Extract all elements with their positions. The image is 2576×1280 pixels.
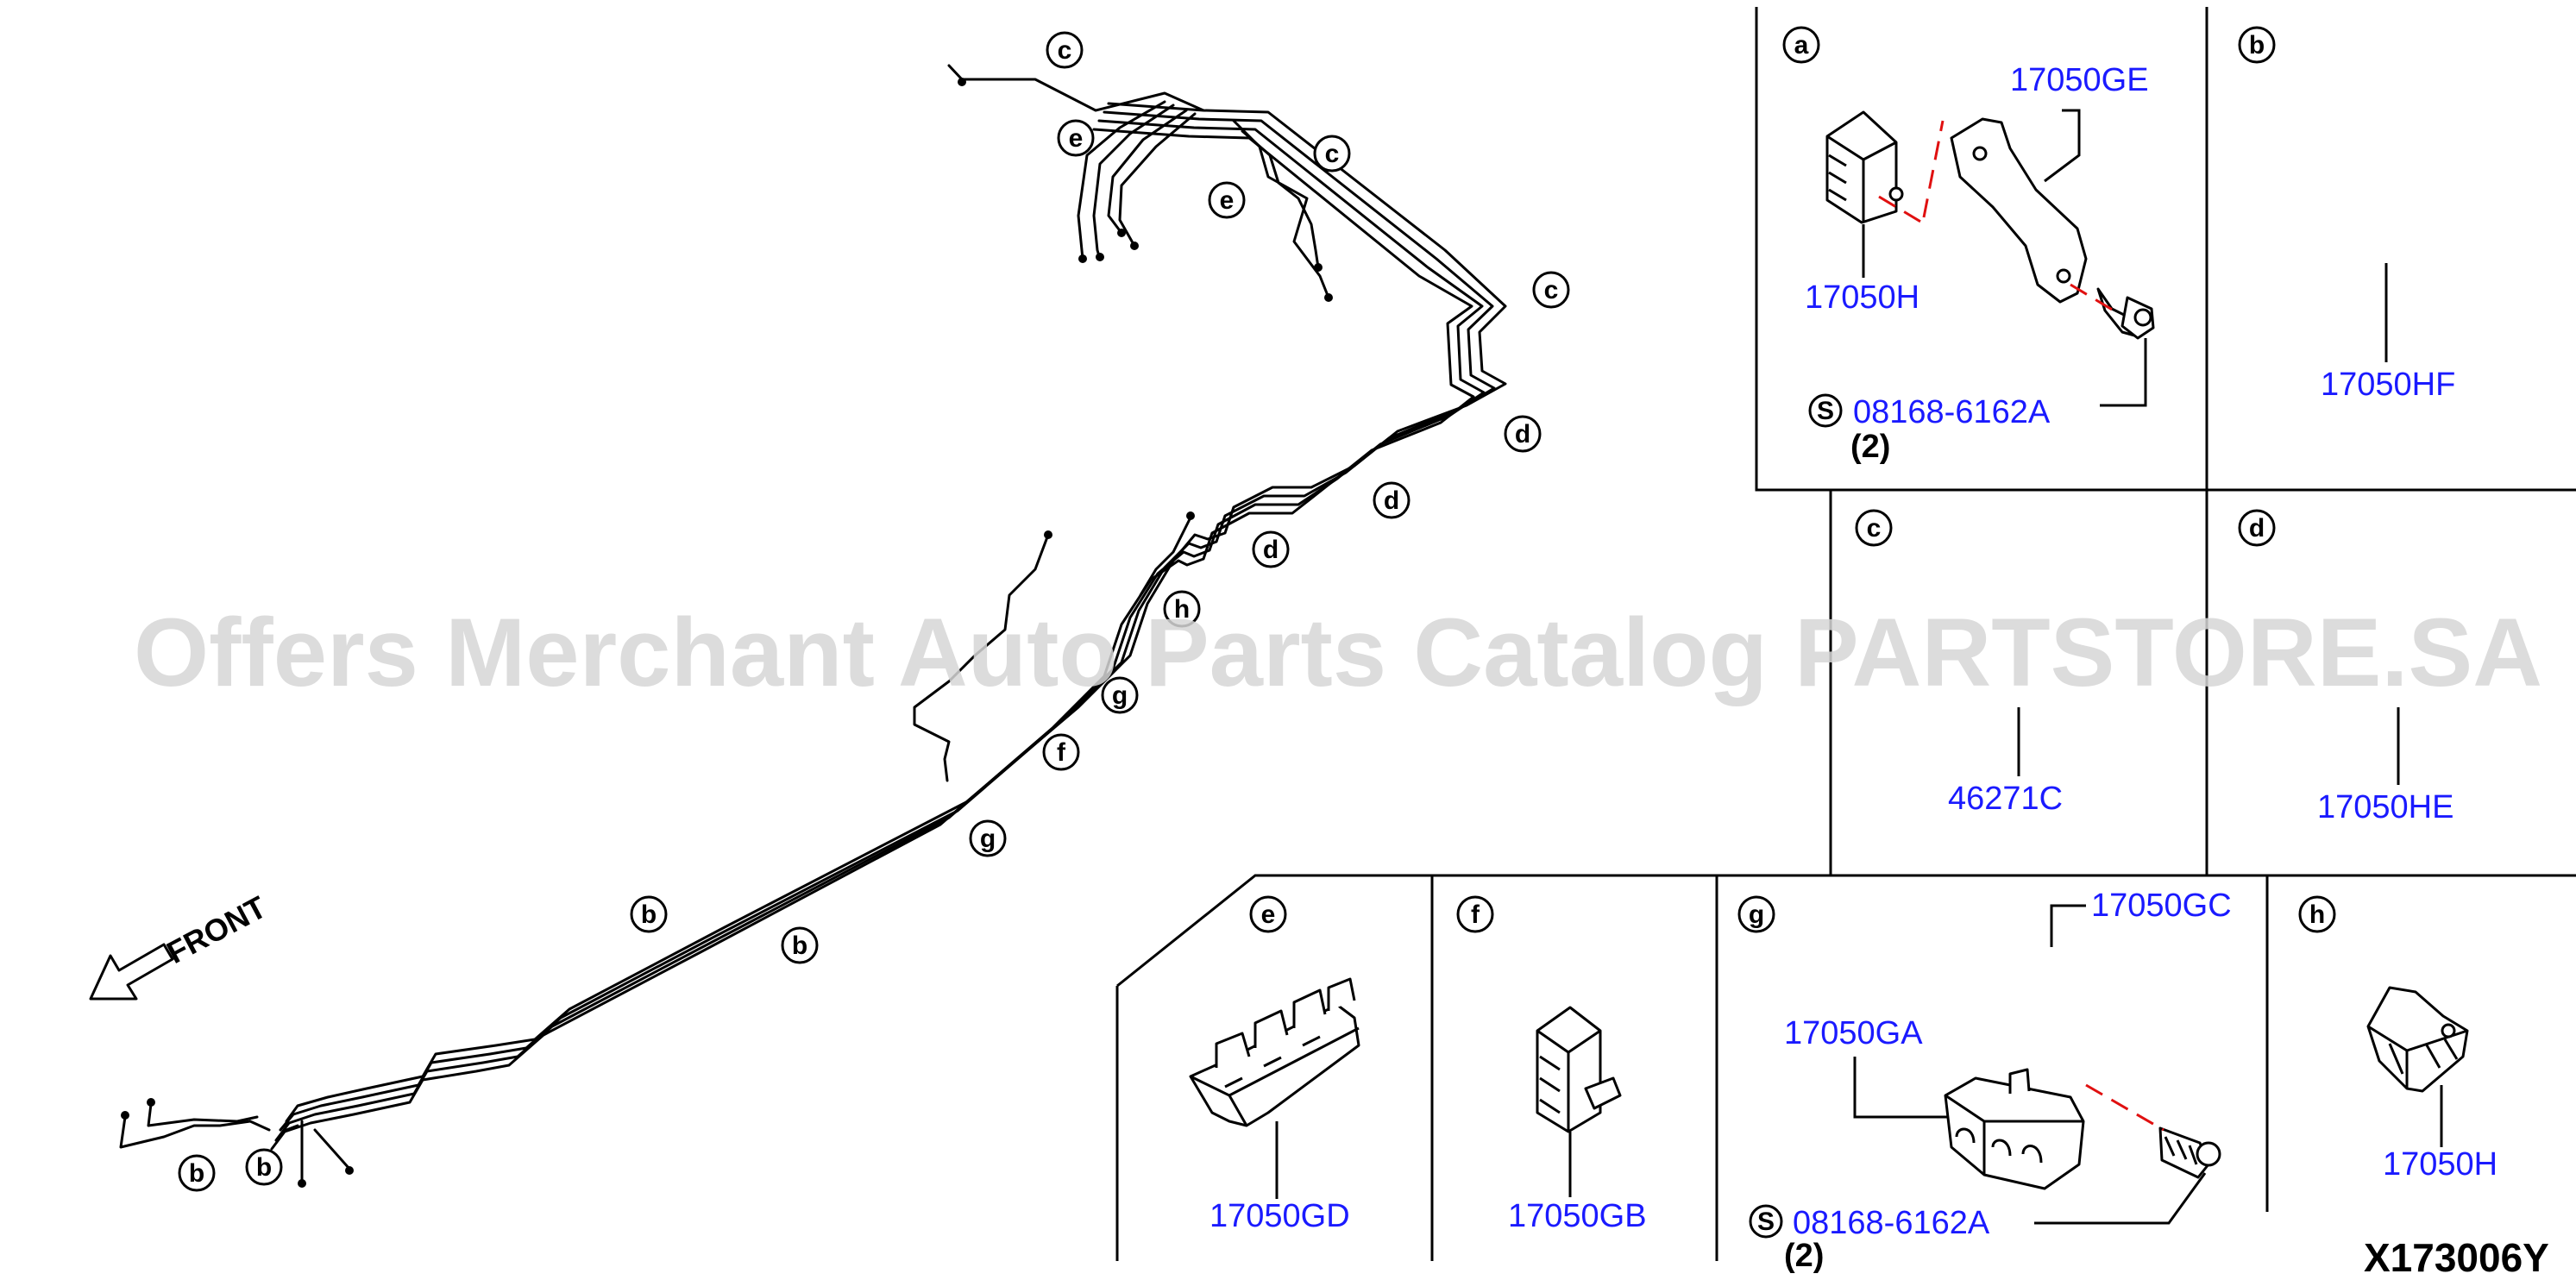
panel-h-label: h (2309, 900, 2325, 929)
qty-g: (2) (1784, 1238, 1824, 1274)
part-17050GB: 17050GB (1508, 1198, 1647, 1234)
clip-17050H-h (2366, 986, 2469, 1093)
svg-text:c: c (1058, 36, 1072, 65)
part-17050H-a: 17050H (1805, 279, 1919, 316)
callout-d-1: d (1504, 415, 1542, 453)
callout-c-2: c (1313, 135, 1351, 173)
svg-text:d: d (1384, 486, 1399, 515)
part-17050HE: 17050HE (2317, 789, 2453, 825)
part-17050GC: 17050GC (2091, 888, 2232, 924)
qty-a: (2) (1850, 429, 1890, 465)
panel-c: c 46271C (1855, 509, 2063, 817)
part-08168-6162A-g: 08168-6162A (1793, 1205, 1990, 1241)
callout-b-4: b (245, 1148, 283, 1186)
clip-17050H-a (1825, 110, 1904, 224)
callout-f: f (1042, 733, 1080, 771)
part-17050H-h: 17050H (2383, 1146, 2497, 1183)
svg-text:b: b (792, 932, 807, 960)
callout-e-2: e (1208, 181, 1246, 219)
drawing-code: X173006Y (2364, 1235, 2549, 1280)
fuel-pipe-assembly (119, 64, 1507, 1188)
svg-text:e: e (1069, 124, 1084, 153)
part-17050HF: 17050HF (2321, 367, 2455, 403)
panel-e-label: e (1261, 900, 1276, 929)
panel-borders (1115, 7, 2576, 1261)
panel-c-label: c (1867, 514, 1882, 543)
panel-a: a 17050GE 17050H S 08168-6162A (2) (1782, 26, 2155, 465)
svg-text:b: b (256, 1153, 272, 1182)
svg-text:b: b (641, 900, 657, 929)
main-callouts: c e c e c d d d h g f g b b b b (178, 31, 1570, 1192)
clip-17050GA (1944, 1068, 2085, 1190)
svg-text:g: g (1112, 681, 1128, 710)
clip-17050GD (1189, 977, 1360, 1127)
callout-b-2: b (781, 926, 819, 964)
bolt-08168-6162A-a (2096, 287, 2155, 340)
callout-d-2: d (1373, 481, 1411, 519)
panel-f: f 17050GB (1456, 895, 1647, 1234)
svg-text:FRONT: FRONT (161, 889, 273, 970)
panel-d-label: d (2249, 514, 2265, 543)
panel-g-label: g (1749, 900, 1764, 929)
callout-b-1: b (630, 895, 668, 933)
standard-mark-g: S (1757, 1208, 1775, 1236)
panel-a-label: a (1794, 31, 1809, 60)
bolt-08168-6162A-g (2158, 1126, 2221, 1179)
callout-e-1: e (1057, 119, 1095, 157)
callout-c-1: c (1046, 31, 1084, 69)
bracket-17050GE (1950, 117, 2088, 304)
part-08168-6162A-a: 08168-6162A (1853, 394, 2051, 430)
watermark-text: Offers Merchant Auto Parts Catalog PARTS… (134, 599, 2542, 706)
standard-mark-a: S (1817, 397, 1834, 425)
part-17050GA: 17050GA (1784, 1015, 1923, 1051)
callout-g-1: g (1101, 676, 1139, 714)
svg-text:c: c (1325, 140, 1340, 168)
svg-text:d: d (1515, 420, 1530, 449)
part-17050GE: 17050GE (2010, 62, 2149, 98)
svg-text:g: g (980, 825, 996, 853)
panel-b-label: b (2249, 31, 2265, 60)
callout-c-3: c (1532, 271, 1570, 309)
panel-g: g 17050GC 17050GA S 08168-6162A (2) (1737, 888, 2232, 1274)
panel-f-label: f (1471, 900, 1480, 929)
part-46271C: 46271C (1948, 781, 2063, 817)
svg-text:d: d (1263, 536, 1279, 564)
svg-text:c: c (1544, 276, 1559, 304)
svg-text:h: h (1174, 595, 1190, 624)
callout-h: h (1163, 590, 1201, 628)
callout-g-2: g (969, 819, 1007, 857)
svg-text:f: f (1057, 738, 1066, 767)
front-arrow: FRONT (89, 889, 273, 1001)
callout-d-3: d (1252, 530, 1290, 568)
svg-text:e: e (1220, 186, 1235, 215)
callout-b-3: b (178, 1154, 216, 1192)
part-17050GD: 17050GD (1209, 1198, 1350, 1234)
svg-text:b: b (189, 1159, 204, 1188)
panel-e: e 17050GD (1189, 895, 1360, 1234)
clip-17050GB (1536, 1006, 1622, 1133)
panel-b: b 17050HF (2238, 26, 2455, 403)
panel-d: d 17050HE (2238, 509, 2453, 825)
panel-h: h 17050H (2298, 895, 2497, 1183)
